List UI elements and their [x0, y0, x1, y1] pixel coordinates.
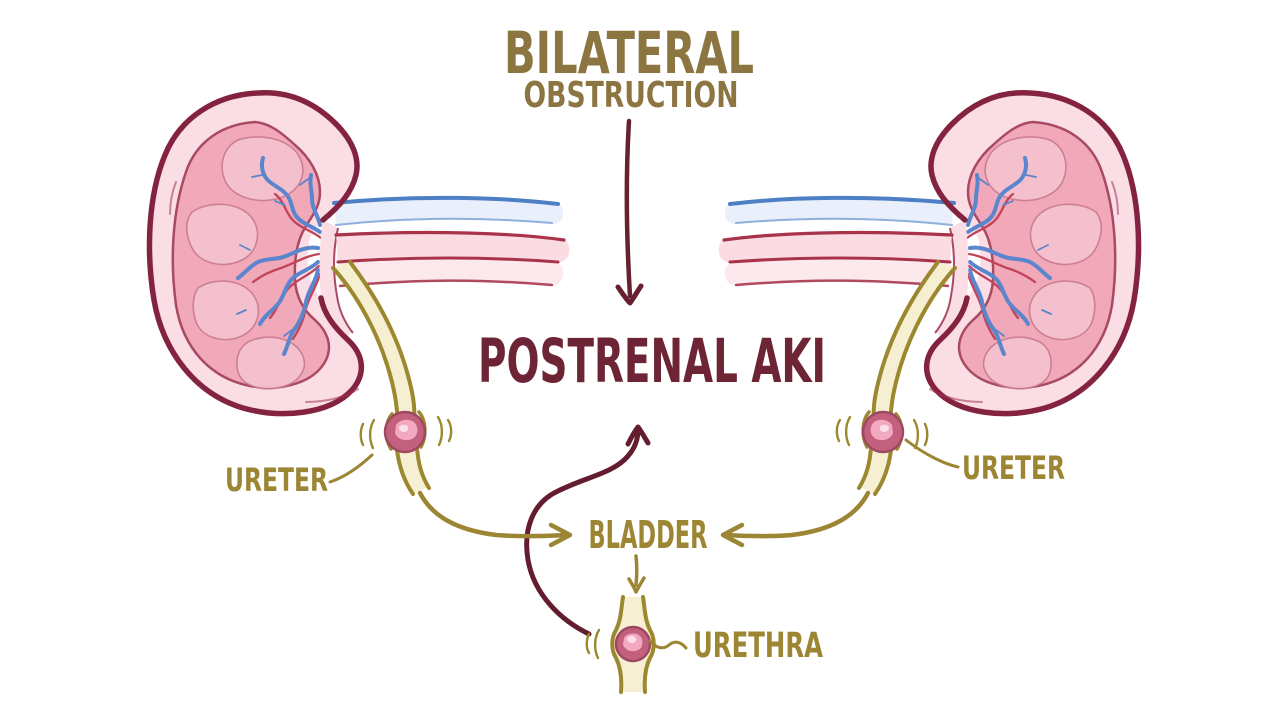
ureter-pointer-left	[328, 453, 374, 484]
hilum-collar-edge	[333, 227, 354, 334]
left-kidney	[146, 89, 570, 496]
ureter-pointer-right	[904, 438, 960, 469]
renal-vein-branches	[236, 156, 322, 356]
right-kidney	[719, 93, 1139, 494]
stone-motion-marks	[359, 415, 453, 450]
urethra	[585, 595, 656, 694]
outcome-text: POSTRENAL AKI	[478, 326, 826, 397]
title-line2: OBSTRUCTION	[524, 75, 739, 116]
backflow-arrow	[524, 424, 651, 637]
kidney-stone-icon	[383, 410, 427, 454]
kidney-sketch-marks	[169, 181, 359, 403]
obstruction-arrow-down	[615, 118, 644, 306]
title-line1: BILATERAL	[504, 19, 754, 87]
urethra-pointer-squiggle	[648, 639, 688, 650]
ureter-label-left: URETER	[225, 461, 328, 499]
right-ureter-to-bladder-arrow	[720, 490, 871, 548]
urethra-stone-icon	[614, 625, 652, 663]
ureter-label-right: URETER	[962, 449, 1065, 487]
renal-vein-tube	[332, 195, 564, 226]
renal-artery-tube	[334, 230, 570, 288]
left-ureter-to-bladder-arrow	[417, 490, 573, 548]
vessel-twigs	[236, 174, 309, 337]
urethra-label: URETHRA	[693, 626, 823, 666]
bladder-to-urethra-arrow	[627, 554, 646, 594]
kidney-outline	[146, 89, 364, 417]
urethra-motion-marks	[585, 628, 601, 660]
bladder-label: BLADDER	[589, 513, 708, 557]
